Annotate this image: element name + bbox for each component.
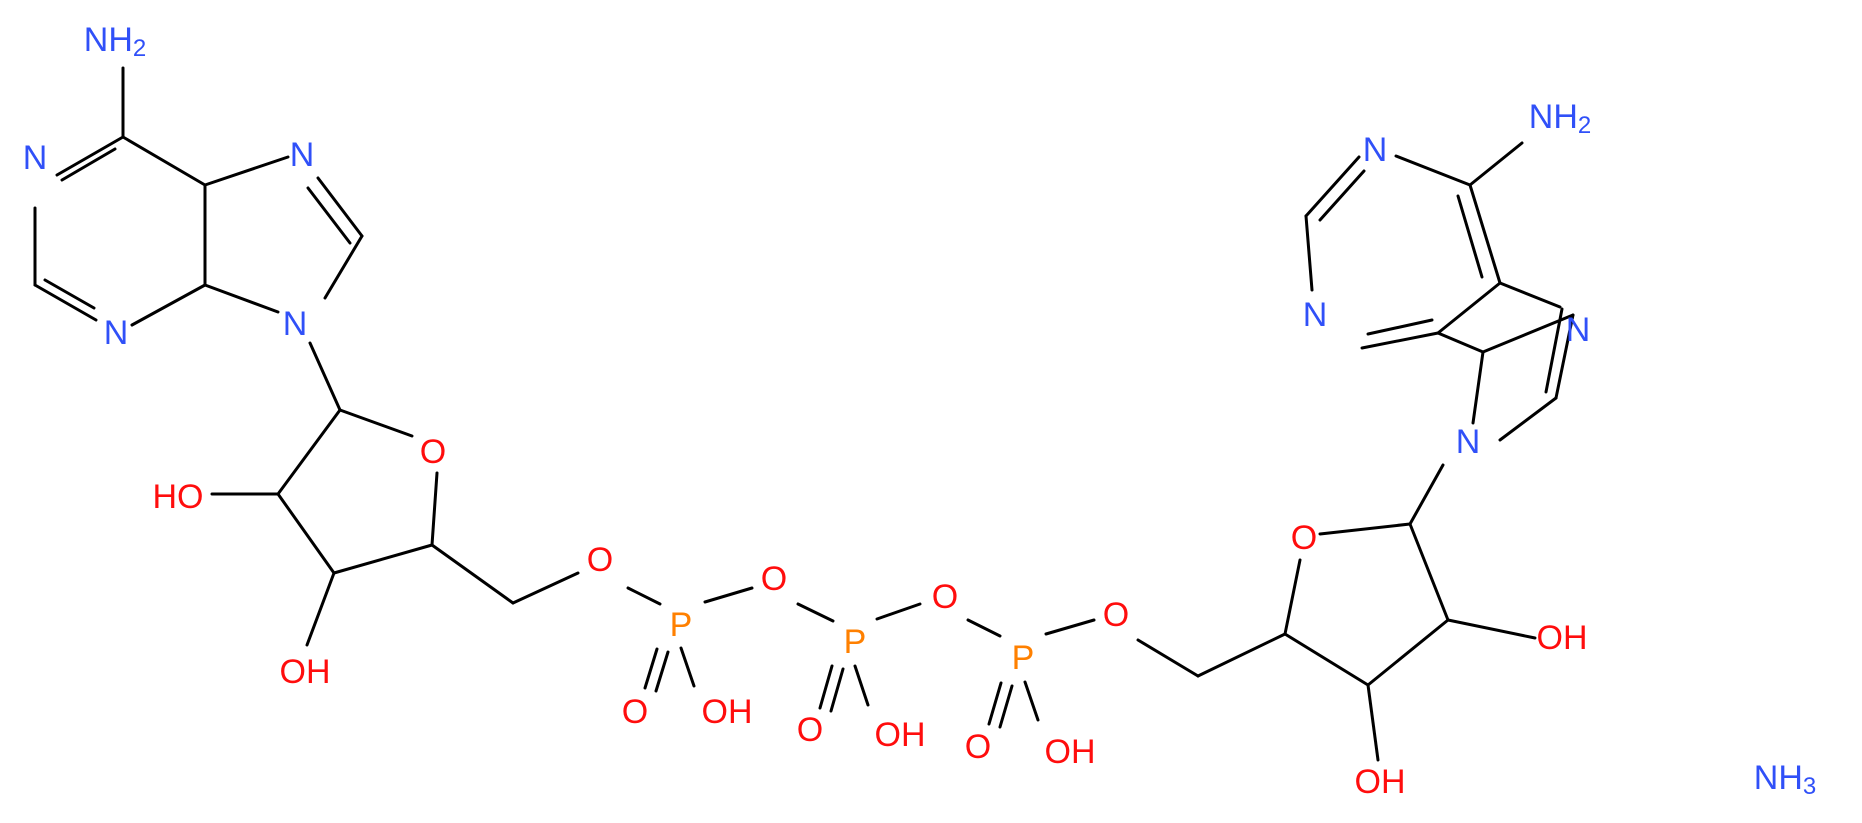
bond: [511, 571, 580, 605]
bond: [1366, 618, 1450, 687]
bond: [1283, 632, 1370, 687]
bridge-oxygen-3: O: [932, 578, 958, 616]
left-hydroxyl-3: HO: [153, 478, 204, 516]
p3-hydroxyl: OH: [1045, 733, 1096, 771]
bond: [1468, 141, 1524, 187]
bond: [308, 341, 342, 412]
bond: [1408, 463, 1445, 526]
bonds: [33, 66, 1575, 762]
atom-labels: NH2 N N N N O HO OH O P O OH O P O OH O …: [23, 21, 1817, 801]
bond: [1456, 194, 1484, 279]
bond: [1366, 683, 1380, 762]
right-n1: N: [1363, 131, 1388, 169]
bond: [703, 586, 754, 604]
bond: [987, 681, 1003, 726]
bond: [430, 471, 439, 547]
p3-double-oxygen: O: [965, 728, 991, 766]
p1-double-oxygen: O: [622, 693, 648, 731]
bridge-oxygen-4: O: [1103, 596, 1129, 634]
bond: [305, 571, 336, 647]
bond: [1360, 331, 1440, 350]
bond: [1318, 169, 1366, 222]
right-hydroxyl-2: OH: [1537, 619, 1588, 657]
bond: [1554, 313, 1575, 400]
right-n3: N: [1303, 296, 1328, 334]
bond: [1044, 618, 1096, 636]
bond: [1394, 154, 1472, 187]
bond: [323, 234, 364, 300]
left-ring-oxygen: O: [420, 433, 446, 471]
left-n1: N: [23, 139, 48, 177]
p2-double-oxygen: O: [797, 711, 823, 749]
bond: [1481, 313, 1575, 354]
bond: [1468, 183, 1502, 285]
bond: [1408, 522, 1450, 622]
bond: [875, 602, 922, 621]
bond: [338, 408, 414, 438]
bond: [626, 586, 662, 606]
right-amine-nh2: NH2: [1529, 98, 1591, 139]
bond: [130, 283, 207, 327]
bond: [430, 543, 515, 605]
right-n7: N: [1566, 311, 1591, 349]
left-n7: N: [290, 136, 315, 174]
bond: [1136, 638, 1200, 678]
right-n9: N: [1456, 423, 1481, 461]
bridge-oxygen-2: O: [761, 560, 787, 598]
bond: [679, 646, 696, 688]
bond: [316, 176, 364, 238]
phosphorus-1: P: [670, 606, 693, 644]
bond: [1498, 396, 1558, 442]
left-hydroxyl-2: OH: [280, 653, 331, 691]
bond: [1544, 307, 1564, 394]
bond: [1196, 632, 1287, 678]
bond: [796, 602, 835, 623]
bond: [276, 492, 336, 575]
bond: [1318, 522, 1412, 536]
bond: [1304, 214, 1314, 292]
bond: [332, 543, 434, 575]
bond: [654, 650, 670, 693]
ammonia: NH3: [1754, 759, 1816, 800]
bond: [203, 155, 290, 187]
bond: [853, 664, 870, 707]
bond: [60, 147, 117, 182]
bond: [1436, 331, 1485, 354]
left-n9: N: [283, 305, 308, 343]
bond: [203, 283, 280, 314]
bond: [1304, 155, 1361, 218]
bond: [33, 283, 98, 322]
bond: [43, 278, 96, 310]
right-hydroxyl-3: OH: [1355, 763, 1406, 801]
bond: [1283, 558, 1302, 636]
bond: [1471, 350, 1485, 425]
phosphorus-3: P: [1012, 639, 1035, 677]
right-ring-oxygen: O: [1291, 519, 1317, 557]
bond: [306, 186, 352, 245]
bond: [276, 408, 342, 496]
p1-hydroxyl: OH: [702, 693, 753, 731]
bond: [829, 667, 845, 713]
bond: [643, 647, 659, 690]
bond: [966, 618, 1002, 638]
phosphorus-2: P: [844, 623, 867, 661]
bridge-oxygen-1: O: [587, 541, 613, 579]
bond: [1446, 618, 1537, 640]
bond: [818, 664, 834, 710]
bond: [121, 135, 207, 187]
bond: [55, 135, 125, 177]
left-amine-nh2: NH2: [84, 21, 146, 62]
left-n3: N: [104, 314, 129, 352]
bond: [1498, 281, 1562, 309]
bond: [998, 684, 1014, 729]
p2-hydroxyl: OH: [875, 716, 926, 754]
bond: [1436, 281, 1502, 335]
bond: [1366, 318, 1434, 336]
bond: [1023, 680, 1040, 722]
